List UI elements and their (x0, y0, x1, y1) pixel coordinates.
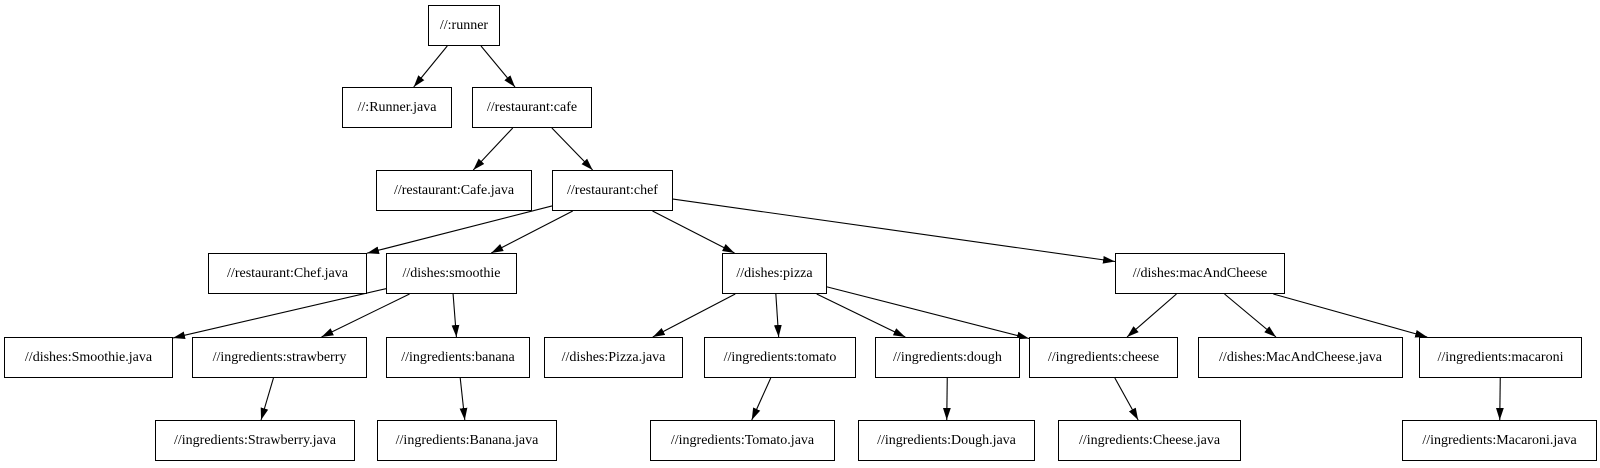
node-macaroni: //ingredients:macaroni (1419, 337, 1582, 378)
edge-pizza-to-cheese (826, 286, 1030, 340)
edge-strawberry-to-strawberry-java (260, 377, 274, 421)
node-tomato-java: //ingredients:Tomato.java (650, 420, 835, 461)
node-runner-java: //:Runner.java (342, 87, 452, 128)
node-tomato: //ingredients:tomato (704, 337, 856, 378)
edge-banana-to-banana-java (459, 377, 468, 421)
node-dough: //ingredients:dough (875, 337, 1020, 378)
edge-chef-to-chef-java (366, 205, 553, 255)
node-smoothie: //dishes:smoothie (386, 253, 517, 294)
node-pizza-java: //dishes:Pizza.java (544, 337, 683, 378)
node-chef: //restaurant:chef (552, 170, 673, 211)
edge-cheese-to-cheese-java (1114, 377, 1139, 421)
node-banana: //ingredients:banana (386, 337, 530, 378)
node-cafe: //restaurant:cafe (472, 87, 592, 128)
node-smoothie-java: //dishes:Smoothie.java (4, 337, 173, 378)
node-runner: //:runner (428, 5, 500, 46)
edge-dough-to-dough-java (942, 377, 951, 421)
edge-smoothie-to-smoothie-java (172, 288, 387, 340)
node-strawberry-java: //ingredients:Strawberry.java (155, 420, 355, 461)
node-pizza: //dishes:pizza (722, 253, 827, 294)
edge-chef-to-mac-and-cheese (672, 198, 1116, 264)
node-cheese: //ingredients:cheese (1029, 337, 1178, 378)
edge-pizza-to-dough (816, 293, 906, 338)
node-chef-java: //restaurant:Chef.java (208, 253, 367, 294)
edge-cafe-to-chef (551, 127, 594, 171)
node-banana-java: //ingredients:Banana.java (377, 420, 557, 461)
node-dough-java: //ingredients:Dough.java (858, 420, 1035, 461)
edge-mac-and-cheese-to-macaroni (1273, 293, 1428, 338)
edge-macaroni-to-macaroni-java (1495, 377, 1504, 421)
edge-tomato-to-tomato-java (751, 377, 772, 421)
edge-chef-to-smoothie (491, 210, 573, 254)
node-cheese-java: //ingredients:Cheese.java (1058, 420, 1241, 461)
node-strawberry: //ingredients:strawberry (192, 337, 367, 378)
edge-chef-to-pizza (652, 210, 735, 254)
node-cafe-java: //restaurant:Cafe.java (376, 170, 532, 211)
edge-runner-to-runner-java (413, 45, 448, 88)
edge-smoothie-to-banana (451, 293, 460, 338)
edge-cafe-to-cafe-java (472, 127, 514, 171)
node-macaroni-java: //ingredients:Macaroni.java (1402, 420, 1597, 461)
edge-pizza-to-pizza-java (652, 293, 736, 338)
edge-mac-and-cheese-to-mac-and-cheese-java (1224, 293, 1277, 338)
edge-pizza-to-tomato (773, 293, 782, 338)
edge-smoothie-to-strawberry (321, 293, 410, 338)
edge-mac-and-cheese-to-cheese (1126, 293, 1177, 338)
node-mac-and-cheese: //dishes:macAndCheese (1115, 253, 1285, 294)
edge-runner-to-cafe (480, 45, 516, 88)
node-mac-and-cheese-java: //dishes:MacAndCheese.java (1198, 337, 1403, 378)
